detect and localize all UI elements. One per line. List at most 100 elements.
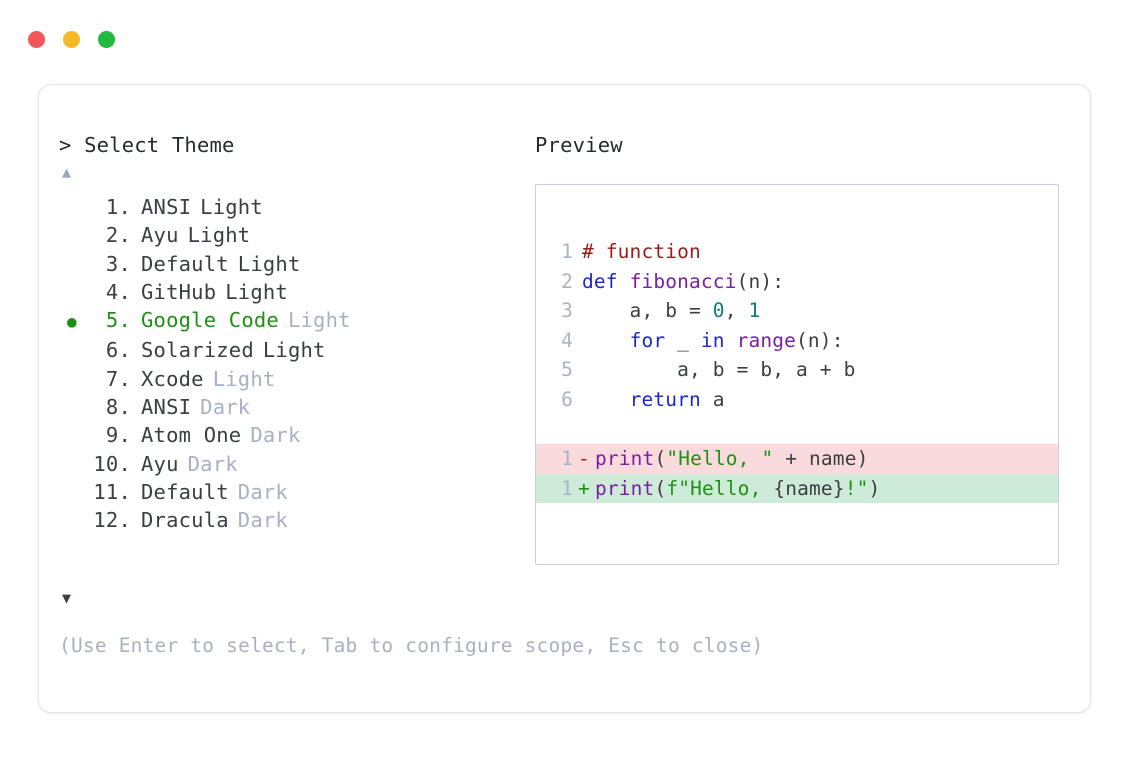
scroll-up-icon[interactable]: ▲ xyxy=(62,163,72,181)
code-token-number: 1 xyxy=(748,299,761,322)
theme-list-item[interactable]: 12. Dracula Dark xyxy=(59,506,529,534)
code-line-number: 3 xyxy=(561,299,573,322)
code-line: 5 a, b = b, a + b xyxy=(536,355,1058,385)
theme-list-item[interactable]: 10. Ayu Dark xyxy=(59,450,529,478)
code-line-text: return a xyxy=(573,385,725,415)
theme-item-index: 12. xyxy=(93,508,131,533)
theme-list-item[interactable]: 3. Default Light xyxy=(59,250,529,278)
theme-item-variant: Light xyxy=(212,366,276,391)
theme-item-index: 10. xyxy=(93,451,131,476)
code-token-string: "Hello, " xyxy=(666,447,774,470)
maximize-button[interactable] xyxy=(98,31,115,48)
diff-marker: + xyxy=(578,476,590,500)
theme-item-name: Xcode xyxy=(141,366,204,391)
theme-item-name: Dracula xyxy=(141,508,229,533)
theme-item-index: 4. xyxy=(105,279,131,304)
code-line-text: def fibonacci(n): xyxy=(573,267,784,297)
diff-line-number: 1 xyxy=(561,447,573,470)
diff-line-number: 1 xyxy=(561,476,573,500)
theme-item-name: Default xyxy=(141,479,229,504)
selected-bullet-icon: ● xyxy=(67,312,77,332)
theme-list-item[interactable]: 2. Ayu Light xyxy=(59,221,529,249)
code-line-number: 4 xyxy=(561,328,573,352)
code-token-plain: , xyxy=(724,299,749,322)
diff-line-addition: 1+print(f"Hello, {name}!") xyxy=(536,473,1058,503)
preview-title: Preview xyxy=(535,133,623,157)
code-token-func: fibonacci xyxy=(629,269,737,293)
code-token-plain: {name} xyxy=(773,476,845,500)
code-token-comment: # function xyxy=(582,240,701,263)
theme-item-name: Ayu xyxy=(141,451,179,476)
theme-item-variant: Dark xyxy=(237,508,288,533)
theme-item-index: 6. xyxy=(105,338,131,363)
code-token-plain xyxy=(582,329,630,352)
scroll-down-wrap: ▼ xyxy=(59,585,71,611)
diff-line-text: print("Hello, " + name) xyxy=(595,444,868,474)
keyboard-hint: (Use Enter to select, Tab to configure s… xyxy=(59,634,764,657)
theme-item-index: 5. xyxy=(105,308,131,333)
code-token-plain: + name) xyxy=(773,447,869,470)
code-token-func: print xyxy=(595,476,655,500)
theme-item-variant: Light xyxy=(237,251,301,276)
diff-marker: - xyxy=(578,447,590,470)
select-theme-prompt: > Select Theme xyxy=(59,133,235,157)
theme-item-variant: Light xyxy=(225,279,288,304)
code-line-text: # function xyxy=(573,237,701,267)
scroll-down-icon[interactable]: ▼ xyxy=(62,589,72,607)
code-line: 1 # function xyxy=(536,237,1058,267)
code-token-func: print xyxy=(595,447,655,470)
code-line: 6 return a xyxy=(536,385,1058,415)
code-line: 3 a, b = 0, 1 xyxy=(536,296,1058,326)
window-controls xyxy=(28,31,115,48)
code-token-plain: a, b = xyxy=(582,299,713,322)
theme-item-index: 2. xyxy=(105,223,131,248)
theme-item-name: GitHub xyxy=(141,279,217,304)
theme-item-variant: Light xyxy=(187,223,251,248)
theme-item-name: Google Code xyxy=(141,308,279,333)
minimize-button[interactable] xyxy=(63,31,80,48)
code-spacer xyxy=(536,414,1058,444)
theme-item-variant: Dark xyxy=(187,451,238,476)
theme-item-name: Default xyxy=(141,251,229,276)
code-line-number: 6 xyxy=(561,387,573,411)
diff-line-deletion: 1-print("Hello, " + name) xyxy=(536,444,1058,474)
theme-item-index: 3. xyxy=(105,251,131,276)
code-token-plain: _ xyxy=(665,328,701,352)
code-token-plain xyxy=(582,388,630,411)
code-token-plain: (n): xyxy=(796,328,844,352)
theme-item-variant: Dark xyxy=(237,479,288,504)
theme-item-variant: Light xyxy=(200,195,263,219)
code-token-plain xyxy=(725,329,737,352)
theme-item-name: ANSI xyxy=(141,395,192,420)
code-line-number: 2 xyxy=(561,269,573,293)
code-token-plain: ) xyxy=(868,476,881,500)
theme-item-name: Atom One xyxy=(141,423,242,448)
code-line-text: for _ in range(n): xyxy=(573,326,844,356)
code-token-plain: a xyxy=(700,387,725,411)
code-line-number: 1 xyxy=(561,240,573,263)
theme-list-item[interactable]: 4. GitHub Light xyxy=(59,278,529,306)
code-token-plain: a, b = b, a + b xyxy=(582,358,856,381)
code-line-number: 5 xyxy=(561,358,573,381)
diff-block: 1-print("Hello, " + name)1+print(f"Hello… xyxy=(536,444,1058,503)
code-token-keyword: in xyxy=(700,328,725,352)
code-token-keyword: for xyxy=(629,328,666,352)
theme-item-name: Ayu xyxy=(141,223,179,248)
close-button[interactable] xyxy=(28,31,45,48)
theme-item-variant: Dark xyxy=(200,395,251,420)
theme-item-name: Solarized xyxy=(141,338,254,363)
